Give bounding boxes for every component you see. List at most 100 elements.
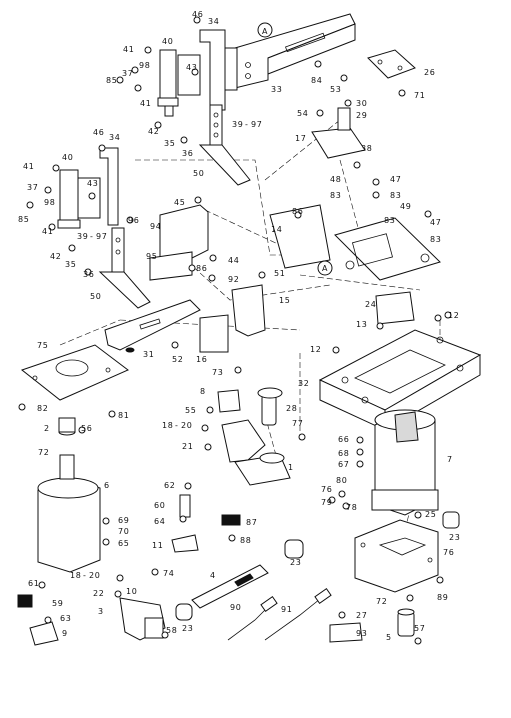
callout-76a: 76 [321, 485, 332, 494]
callout-52: 52 [172, 355, 183, 364]
callout-42a: 42 [148, 127, 159, 136]
frame-14 [269, 204, 441, 281]
callout-23c: 23 [182, 624, 193, 633]
cable-90 [227, 596, 278, 641]
callout-70: 70 [118, 527, 129, 536]
callout-77: 77 [292, 419, 303, 428]
callout-36a: 36 [182, 149, 193, 158]
plate-31 [104, 299, 201, 353]
callout-65: 65 [118, 539, 129, 548]
callout-60: 60 [154, 501, 165, 510]
plate-24 [375, 291, 415, 325]
callout-96: 96 [128, 216, 139, 225]
callout-17: 17 [295, 134, 306, 143]
callout-82: 82 [37, 404, 48, 413]
callout-85a: 85 [106, 76, 117, 85]
motor-7 [371, 409, 439, 516]
callout-75: 75 [37, 341, 48, 350]
callout-3: 3 [98, 607, 104, 616]
callout-98a: 98 [139, 61, 150, 70]
callout-41c: 41 [23, 162, 34, 171]
callout-22: 22 [93, 589, 104, 598]
plate-26 [367, 49, 416, 79]
callout-27: 27 [356, 611, 367, 620]
cable-91 [264, 588, 332, 641]
callout-33: 33 [271, 85, 282, 94]
callout-42b: 42 [50, 252, 61, 261]
arm-39-left [98, 227, 151, 309]
bracket-15 [199, 284, 266, 353]
sep-39a: - [245, 120, 249, 129]
callout-83d: 83 [430, 235, 441, 244]
callout-18a: 18 [162, 421, 173, 430]
callout-11: 11 [152, 541, 163, 550]
callout-39a: 39 [232, 120, 243, 129]
callout-34a: 34 [208, 17, 219, 26]
callout-16: 16 [196, 355, 207, 364]
callout-34b: 34 [109, 133, 120, 142]
arm-39-top [198, 104, 251, 186]
bolt-icons [18, 16, 452, 645]
bracket-94 [149, 204, 209, 281]
callout-14: 14 [271, 225, 282, 234]
callout-12b: 12 [310, 345, 321, 354]
shaft-4 [191, 564, 269, 609]
sep-39b: - [90, 232, 94, 241]
callout-39b: 39 [77, 232, 88, 241]
callout-20b: 20 [89, 571, 100, 580]
callout-74: 74 [163, 569, 174, 578]
callout-88: 88 [240, 536, 251, 545]
callout-13: 13 [356, 320, 367, 329]
bracket-93 [329, 622, 363, 643]
callout-58: 58 [166, 626, 177, 635]
callout-41a: 41 [123, 45, 134, 54]
callout-56: 56 [81, 424, 92, 433]
callout-89: 89 [437, 593, 448, 602]
callout-35b: 35 [65, 260, 76, 269]
callout-10: 10 [126, 587, 137, 596]
callout-59: 59 [52, 599, 63, 608]
callout-46a: 46 [192, 10, 203, 19]
callout-2: 2 [44, 424, 50, 433]
callout-54: 54 [297, 109, 308, 118]
callout-50a: 50 [193, 169, 204, 178]
callout-28: 28 [286, 404, 297, 413]
motor-6 [37, 417, 101, 573]
callout-46b: 46 [93, 128, 104, 137]
crank-1 [221, 387, 291, 486]
sensor-87 [221, 514, 241, 526]
callout-55: 55 [185, 406, 196, 415]
callout-23a: 23 [290, 558, 301, 567]
callout-38: 38 [361, 144, 372, 153]
bracket-9 [29, 621, 59, 646]
callout-93: 93 [356, 629, 367, 638]
callout-72a: 72 [38, 448, 49, 457]
bracket-17 [311, 107, 366, 159]
callout-30: 30 [356, 99, 367, 108]
callout-86a: 86 [196, 264, 207, 273]
callout-67: 67 [338, 460, 349, 469]
callout-91: 91 [281, 605, 292, 614]
callout-61: 61 [28, 579, 39, 588]
callout-57: 57 [414, 624, 425, 633]
callout-8: 8 [200, 387, 206, 396]
callout-40a: 40 [162, 37, 173, 46]
callout-4: 4 [210, 571, 216, 580]
lever-3 [119, 597, 166, 641]
sep-18b: - [83, 571, 87, 580]
callout-12a: 12 [448, 311, 459, 320]
callout-40b: 40 [62, 153, 73, 162]
callout-35a: 35 [164, 139, 175, 148]
callout-81: 81 [118, 411, 129, 420]
callout-86b: 86 [292, 207, 303, 216]
bracket-33 [224, 13, 356, 91]
callout-26: 26 [424, 68, 435, 77]
callout-labels: A A 46 34 40 41 98 37 85 43 41 42 35 36 … [18, 10, 460, 642]
callout-76b: 76 [443, 548, 454, 557]
callout-49: 49 [400, 202, 411, 211]
callout-48: 48 [330, 175, 341, 184]
callout-18b: 18 [70, 571, 81, 580]
callout-31: 31 [143, 350, 154, 359]
